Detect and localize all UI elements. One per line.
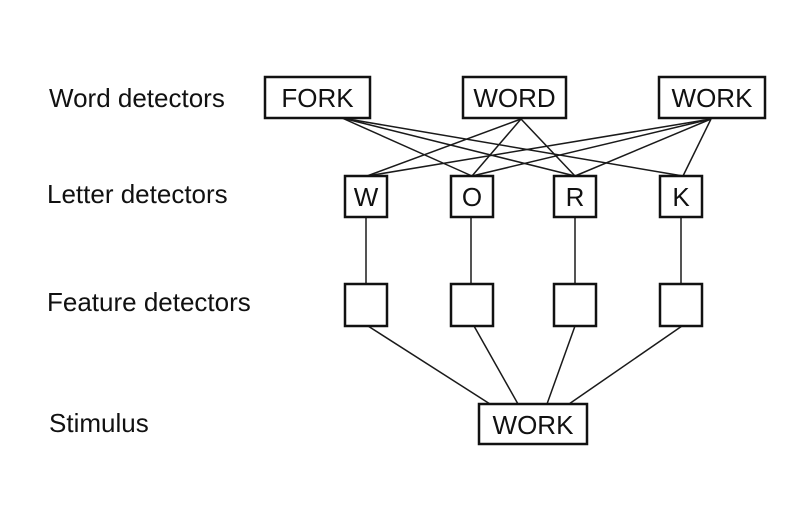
word-node-label: WORK — [672, 83, 754, 113]
letter-node-o: O — [449, 174, 495, 219]
edge-work-w — [366, 118, 712, 177]
edge-f2-stim — [473, 325, 519, 405]
edges-group — [341, 117, 712, 405]
layer-label-letter: Letter detectors — [47, 179, 228, 209]
feature-node-3 — [552, 282, 598, 328]
edge-f4-stim — [568, 325, 683, 405]
letter-node-w: W — [343, 174, 389, 219]
letter-node-r: R — [552, 174, 598, 219]
edge-fork-o — [341, 117, 473, 177]
letter-node-label: O — [462, 182, 482, 212]
edge-word-w — [366, 118, 522, 177]
word-node-fork: FORK — [263, 75, 372, 120]
edge-word-o — [471, 118, 522, 177]
edge-f3-stim — [546, 325, 576, 405]
edge-work-k — [682, 118, 712, 177]
word-node-work: WORK — [657, 75, 767, 120]
edge-fork-r — [341, 117, 576, 177]
edge-word-r — [520, 118, 576, 177]
layer-label-feature: Feature detectors — [47, 287, 251, 317]
layer-label-word: Word detectors — [49, 83, 225, 113]
layer-label-stimulus: Stimulus — [49, 408, 149, 438]
word-node-word: WORD — [461, 75, 568, 120]
edge-work-o — [471, 118, 712, 177]
word-node-label: WORD — [473, 83, 555, 113]
edge-f1-stim — [367, 325, 491, 405]
letter-node-label: R — [566, 182, 585, 212]
stimulus-node: WORK — [477, 402, 589, 446]
letter-node-label: K — [672, 182, 690, 212]
stimulus-node-label: WORK — [493, 410, 575, 440]
feature-node-2 — [449, 282, 495, 328]
feature-node-1 — [343, 282, 389, 328]
letter-node-label: W — [354, 182, 379, 212]
edge-fork-k — [341, 117, 684, 177]
letter-node-k: K — [658, 174, 704, 219]
feature-node-4 — [658, 282, 704, 328]
edge-work-r — [574, 118, 712, 177]
word-node-label: FORK — [281, 83, 354, 113]
